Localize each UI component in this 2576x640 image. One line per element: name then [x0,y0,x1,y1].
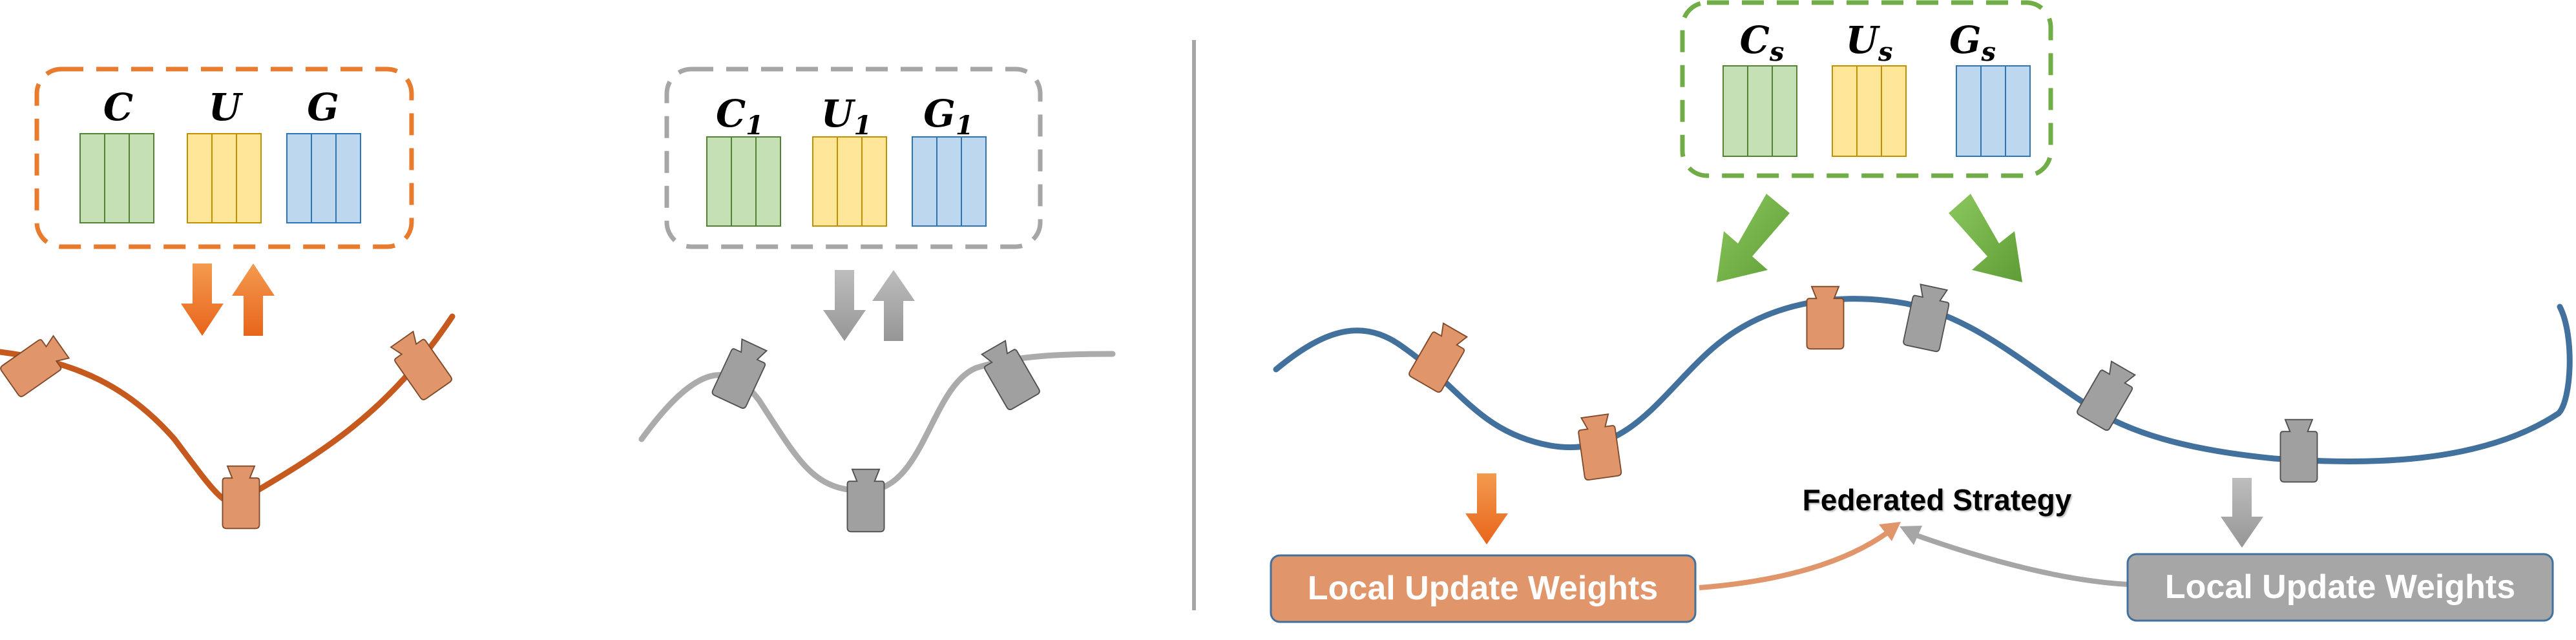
right-arrowhead-icon [1900,526,1922,545]
panel1-label-c: C [103,85,133,129]
panel3-camera-icon [1902,282,1953,353]
panel3-dashed-box [1680,0,2053,178]
panel3-feature-bars-c [1723,65,1797,157]
panel3-down-left-arrow-icon [1717,194,1790,282]
panel1-feature-bars-u [187,133,262,223]
panel2-camera-icon [846,468,885,533]
panel3-label-cs: Cs [1740,18,1785,67]
right-weights-to-strategy-arrow [1910,531,2130,587]
panel2-feature-bars-g [912,136,987,227]
panel2-down-arrow-icon [823,270,866,341]
panel-3: Cs Us Gs Federated Strategy [1270,0,2573,623]
panel2-camera-icon [710,336,772,410]
panel2-label-u1: U1 [821,92,872,141]
panel3-camera-icon [2075,358,2140,433]
left-local-update-weights-label: Local Update Weights [1308,570,1658,607]
panel1-trajectory-curve [0,313,456,506]
left-arrowhead-icon [1879,522,1901,541]
right-local-update-weights-label: Local Update Weights [2165,568,2515,606]
panel1-dashed-box [34,67,414,249]
panel3-camera-icon [1576,413,1622,481]
panel1-down-arrow-icon [181,263,224,336]
panel3-camera-icon [1806,285,1845,350]
right-local-update-weights-box [2126,553,2554,622]
panel3-trajectory-curve [1273,296,2573,465]
panel3-gray-down-arrow-icon [2221,478,2263,548]
panel2-label-g1: G1 [923,92,973,141]
panel2-up-arrow-icon [872,270,915,341]
federated-strategy-label: Federated Strategy [1803,483,2072,517]
left-local-update-weights-box [1270,554,1697,623]
panel1-feature-bars-g [286,133,361,223]
panel1-up-arrow-icon [232,263,275,336]
panel-1: C U G [0,67,456,530]
panel2-feature-bars-u [812,136,887,227]
panel-2: C1 U1 G1 [638,67,1116,533]
panel3-label-us: Us [1845,18,1892,67]
panel2-dashed-box [664,67,1043,249]
panel1-label-g: G [307,85,339,129]
panel3-label-gs: Gs [1949,18,1996,67]
panel1-camera-icon [222,465,260,530]
panel3-feature-bars-g [1956,65,2031,157]
panel2-label-c1: C1 [716,92,764,141]
panel3-down-right-arrow-icon [1949,194,2022,282]
left-weights-to-strategy-arrow [1699,528,1892,590]
panel2-feature-bars-c [706,136,781,227]
panel1-label-u: U [209,85,244,129]
panel1-feature-bars-c [79,133,154,223]
panel2-camera-icon [977,337,1042,412]
panel3-orange-down-arrow-icon [1465,473,1508,544]
panel3-camera-icon [2279,418,2318,483]
panel3-feature-bars-u [1832,65,1907,157]
